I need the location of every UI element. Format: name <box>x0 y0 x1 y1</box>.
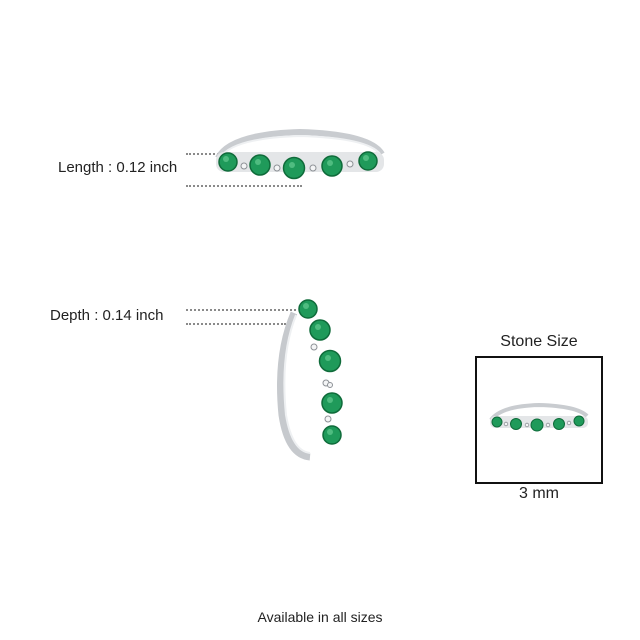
length-label: Length : 0.12 inch <box>58 159 178 176</box>
ring-thumbnail-image <box>487 402 591 436</box>
ring-side-view-image <box>270 295 360 465</box>
depth-dotted-line-top <box>186 309 296 311</box>
depth-dotted-line-bottom <box>186 323 286 325</box>
length-dotted-line-bottom <box>186 185 302 187</box>
depth-label: Depth : 0.14 inch <box>50 307 164 324</box>
ring-top-view-image <box>210 128 390 188</box>
availability-note: Available in all sizes <box>257 609 383 625</box>
stone-size-measurement: 3 mm <box>519 485 559 502</box>
stone-size-box <box>475 356 603 484</box>
stone-size-title: Stone Size <box>500 333 578 350</box>
emerald-stones <box>218 151 378 180</box>
emerald-stones <box>298 299 343 445</box>
